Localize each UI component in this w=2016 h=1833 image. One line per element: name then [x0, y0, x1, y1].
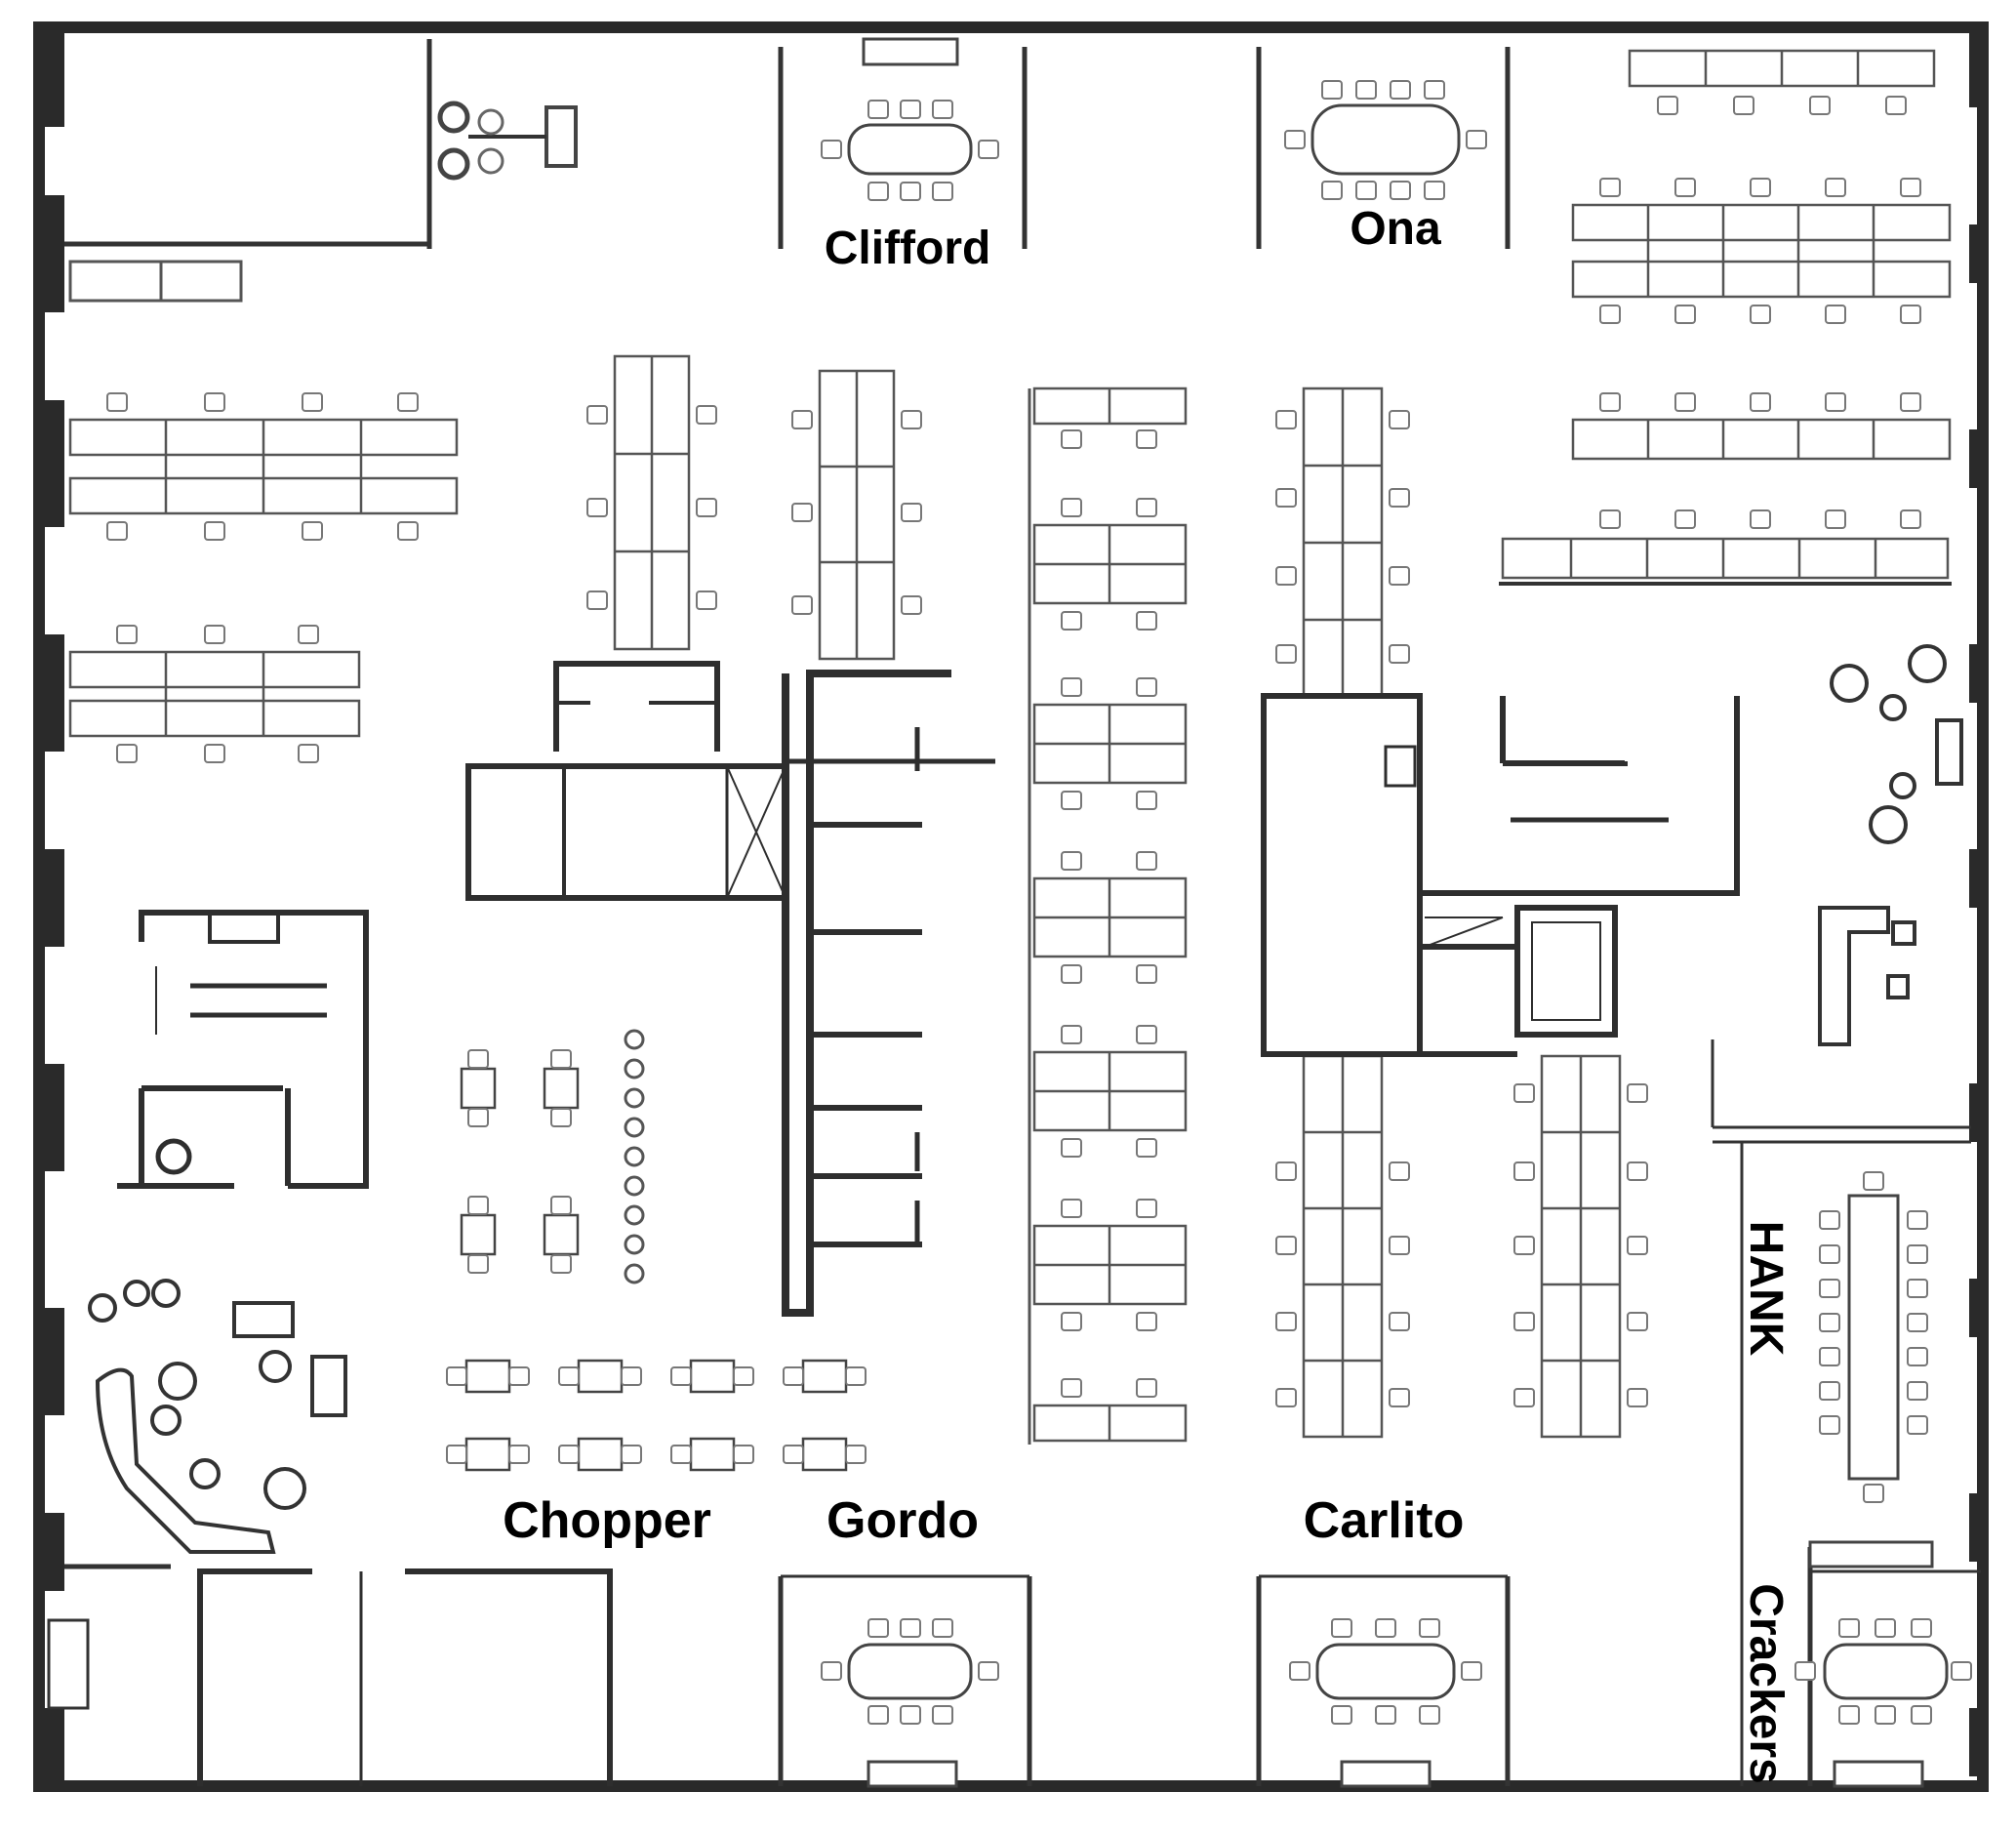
room-label-ona: Ona: [1350, 203, 1441, 255]
center-desk-columns: [586, 354, 922, 661]
gordo-room: [778, 1574, 1032, 1788]
ona-room: [1256, 47, 1511, 249]
left-desks: [68, 392, 459, 763]
building-core: [465, 661, 995, 1317]
room-label-crackers: Crackers: [1740, 1583, 1792, 1784]
room-label-clifford: Clifford: [825, 223, 991, 274]
room-label-carlito: Carlito: [1304, 1492, 1465, 1549]
bottom-left-rooms: [197, 1568, 613, 1786]
reception-area: [1711, 644, 1971, 1786]
center-desk-strip: [1028, 387, 1188, 1445]
carlito-room: [1256, 1574, 1511, 1788]
right-core: [1261, 693, 1740, 1057]
top-left-office: [64, 39, 578, 303]
crackers-room: [1794, 1540, 1981, 1788]
cafe-area: [447, 1029, 866, 1470]
room-label-gordo: Gordo: [827, 1492, 979, 1549]
top-right-desks: [1499, 49, 1952, 586]
left-stair-block: [117, 910, 369, 1189]
room-label-hank: HANK: [1740, 1221, 1792, 1357]
lounge-area: [47, 1279, 347, 1710]
room-label-chopper: Chopper: [503, 1492, 711, 1549]
clifford-room: [778, 37, 1028, 249]
hank-room: [1819, 1171, 1928, 1503]
exterior-wall: [33, 21, 1989, 1792]
